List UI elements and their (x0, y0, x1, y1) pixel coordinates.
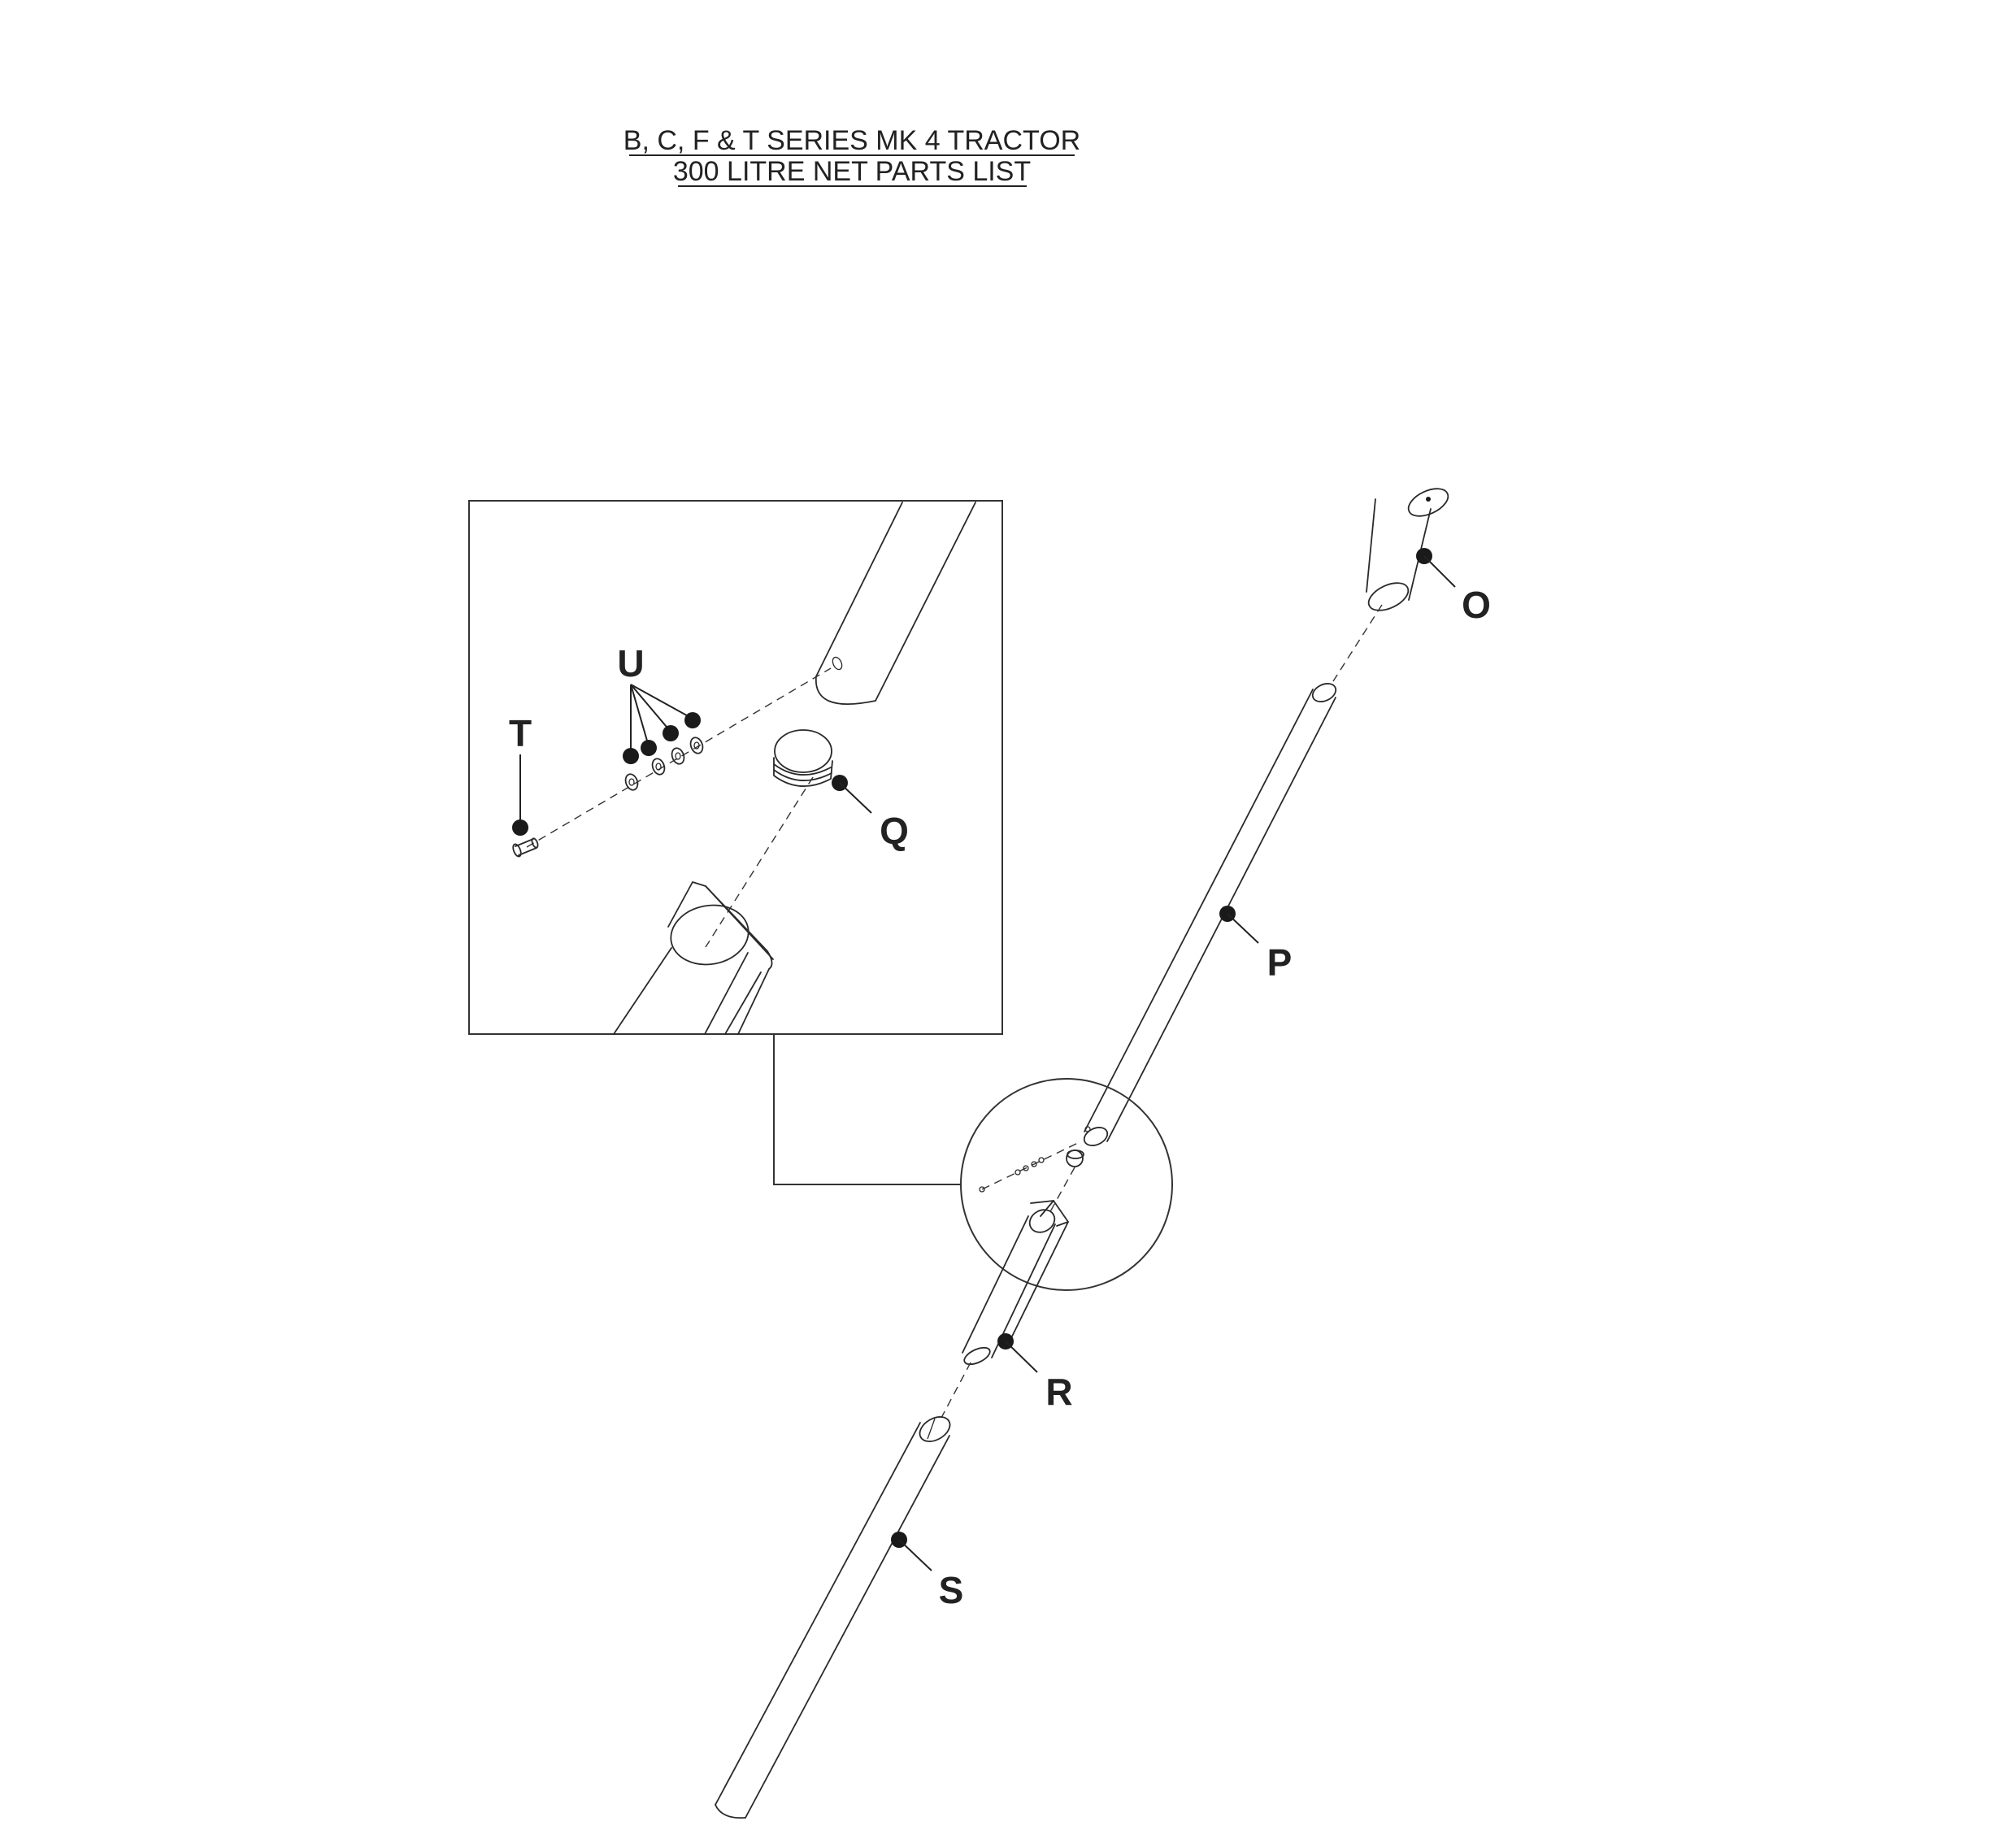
callout-p: P (1219, 906, 1292, 984)
detail-circle-hardware (979, 1141, 1084, 1215)
callout-u-label: U (617, 642, 644, 685)
socket-r-detail (613, 881, 774, 1035)
title-line-2: 300 LITRE NET PARTS LIST (673, 156, 1031, 187)
callout-t: T (509, 712, 532, 836)
callout-r: R (997, 1333, 1073, 1413)
part-o-top-cap (1366, 488, 1449, 611)
callout-o: O (1416, 548, 1491, 626)
callout-q: Q (832, 775, 909, 852)
part-r-socket (962, 1200, 1069, 1366)
title-line-1: B, C, F & T SERIES MK 4 TRACTOR (623, 125, 1080, 156)
inset-connector-line (773, 1034, 961, 1185)
screw-t (512, 837, 539, 858)
part-p-upper-pole (1083, 683, 1337, 1146)
callout-s-label: S (939, 1569, 964, 1611)
part-s-lower-pole (715, 1416, 951, 1819)
inset-detail-drawing (512, 502, 976, 1035)
callout-s: S (891, 1532, 963, 1611)
callout-p-label: P (1267, 941, 1293, 984)
callout-r-label: R (1045, 1371, 1072, 1413)
callout-o-label: O (1462, 584, 1491, 626)
callout-t-label: T (509, 712, 532, 754)
callout-q-label: Q (880, 810, 909, 852)
inset-detail-frame (468, 500, 1003, 1035)
detail-circle (960, 1078, 1173, 1291)
callout-u: U (617, 642, 701, 764)
diagram-title: B, C, F & T SERIES MK 4 TRACTOR 300 LITR… (623, 125, 1080, 187)
plug-q (773, 729, 833, 787)
washers-u (624, 737, 704, 791)
